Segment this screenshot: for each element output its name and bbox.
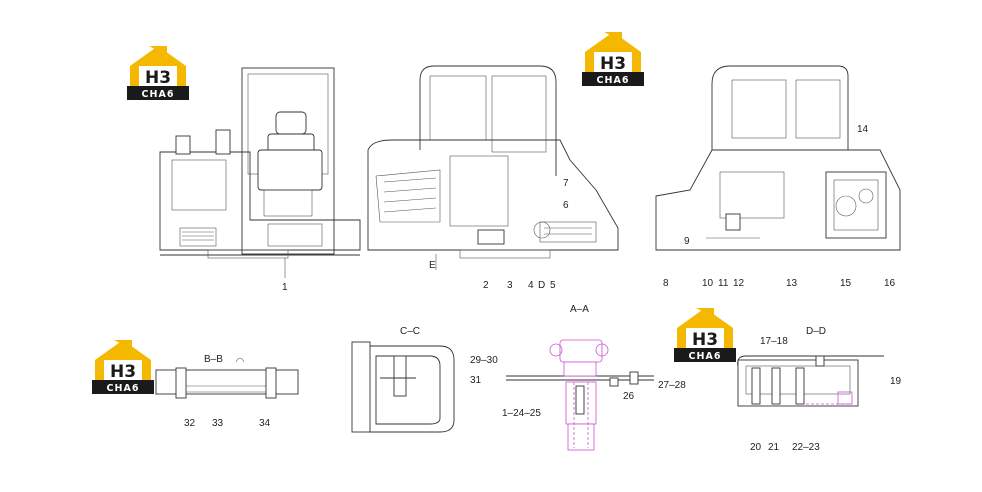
logo-bottom-text: CHA6 <box>107 383 140 394</box>
label-33: 33 <box>212 418 224 429</box>
logo-bottom-text: CHA6 <box>142 89 175 100</box>
label-21: 21 <box>768 442 780 453</box>
label-9: 9 <box>684 236 690 247</box>
rear-view-drawing <box>655 65 901 251</box>
side-view-drawing <box>367 65 619 270</box>
label-8: 8 <box>663 278 669 289</box>
label-27-28: 27–28 <box>658 380 686 391</box>
section-bb-drawing <box>155 357 299 399</box>
title-dd: D–D <box>806 326 826 337</box>
brand-logo-3: H3 CHA6 <box>92 340 154 394</box>
brand-logo-1: H3 CHA6 <box>127 46 189 100</box>
label-26: 26 <box>623 391 635 402</box>
front-view-drawing <box>159 67 361 278</box>
title-cc: C–C <box>400 326 420 337</box>
label-1-24-25: 1–24–25 <box>502 408 541 419</box>
label-29-30: 29–30 <box>470 355 498 366</box>
label-13: 13 <box>786 278 798 289</box>
section-aa-drawing <box>506 339 654 451</box>
label-34: 34 <box>259 418 271 429</box>
label-3: 3 <box>507 280 513 291</box>
logo-top-text: H3 <box>110 362 136 382</box>
logo-top-text: H3 <box>145 68 171 88</box>
section-cc-drawing <box>351 341 455 433</box>
label-32: 32 <box>184 418 196 429</box>
title-aa: A–A <box>570 304 589 315</box>
label-7: 7 <box>563 178 569 189</box>
logo-top-text: H3 <box>692 330 718 350</box>
label-12: 12 <box>733 278 745 289</box>
label-D: D <box>538 280 545 291</box>
label-15: 15 <box>840 278 852 289</box>
label-E: E <box>429 260 436 271</box>
brand-logo-2: H3 CHA6 <box>582 32 644 86</box>
label-22-23: 22–23 <box>792 442 820 453</box>
logo-top-text: H3 <box>600 54 626 74</box>
label-19: 19 <box>890 376 902 387</box>
label-4: 4 <box>528 280 534 291</box>
label-11: 11 <box>718 278 729 289</box>
label-10: 10 <box>702 278 714 289</box>
label-17-18: 17–18 <box>760 336 788 347</box>
label-20: 20 <box>750 442 762 453</box>
label-1: 1 <box>282 282 288 293</box>
label-16: 16 <box>884 278 896 289</box>
label-2: 2 <box>483 280 489 291</box>
label-6: 6 <box>563 200 569 211</box>
label-31: 31 <box>470 375 482 386</box>
label-14: 14 <box>857 124 869 135</box>
title-bb: B–B <box>204 354 223 365</box>
section-dd-drawing <box>737 355 884 407</box>
logo-bottom-text: CHA6 <box>597 75 630 86</box>
label-5: 5 <box>550 280 556 291</box>
brand-logo-4: H3 CHA6 <box>674 308 736 362</box>
logo-bottom-text: CHA6 <box>689 351 722 362</box>
